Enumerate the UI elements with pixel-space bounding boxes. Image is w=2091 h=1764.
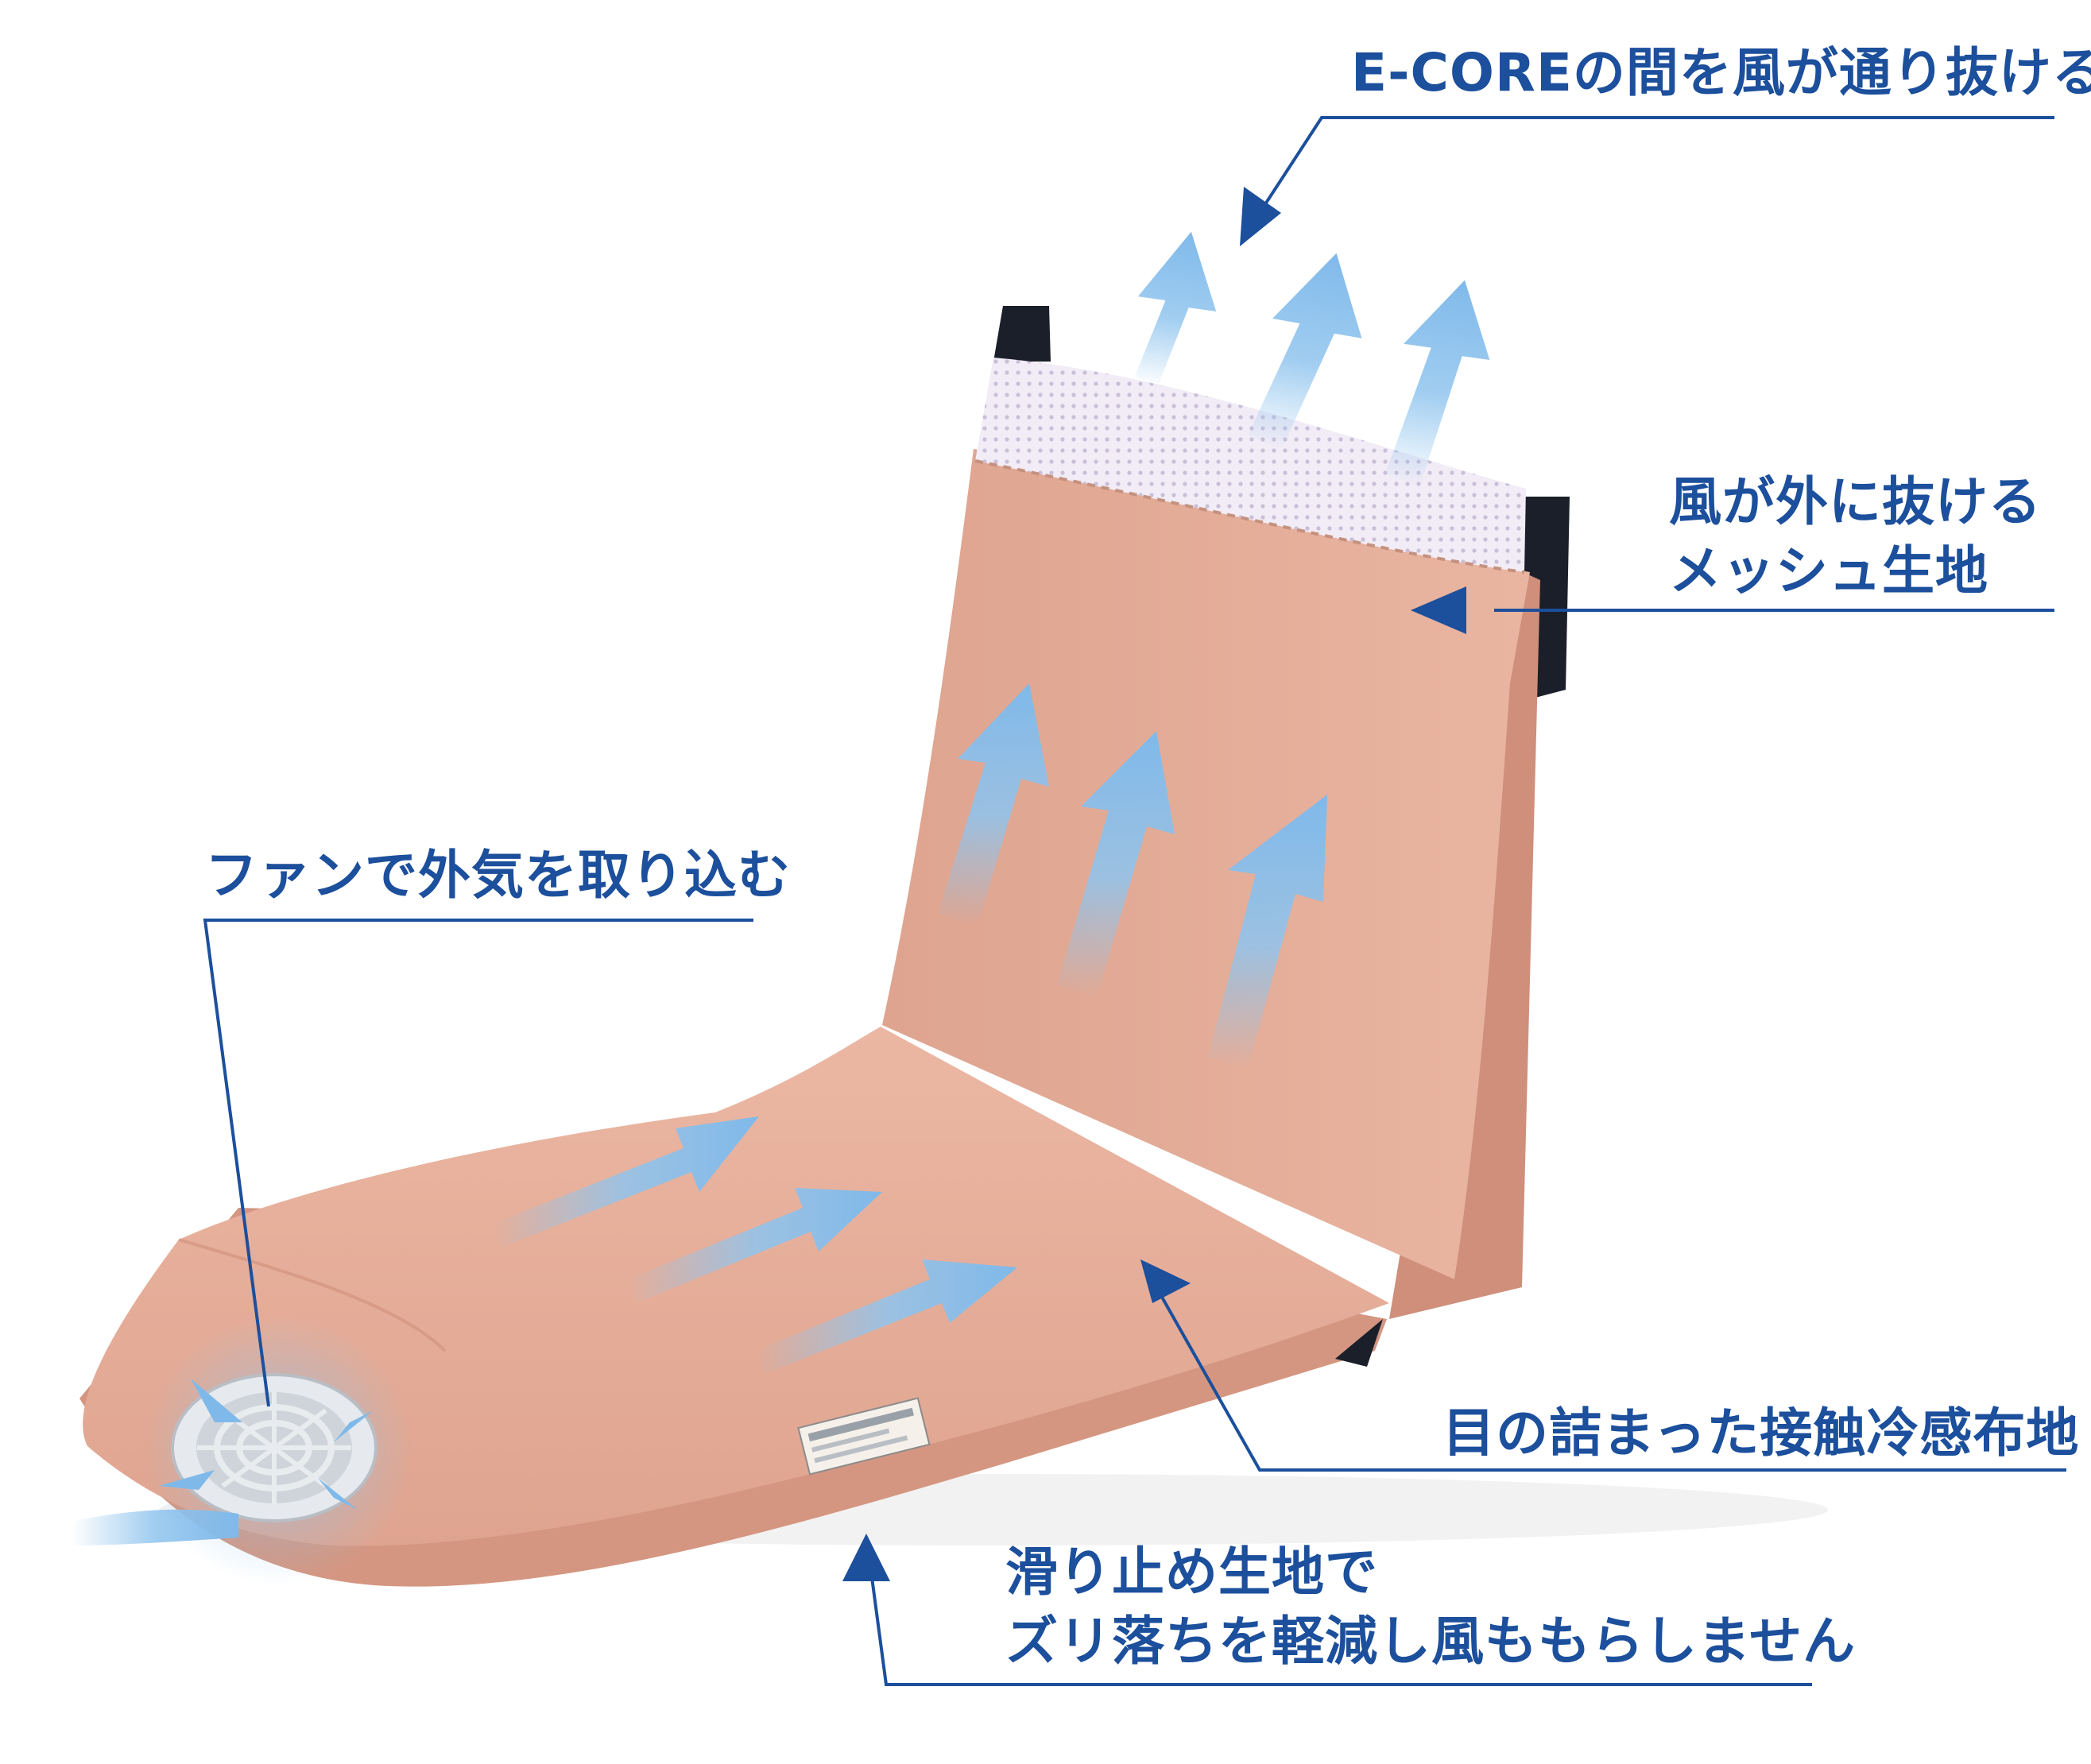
callout-mesh: 風が外に抜ける メッシュ生地 [1669,467,2042,605]
arrow-up-icon [938,683,1049,926]
leader-line-nonslip [869,1565,1812,1686]
arrow-right-icon [755,1259,1017,1375]
callout-top-airflow-text: E-COREの間を風が通り抜ける [1351,42,2091,103]
arrow-up-icon [1248,253,1362,450]
leader-line-fabric [1155,1286,2066,1472]
callout-cooling-fabric: 目の詰まった接触冷感布地 [1442,1398,2079,1468]
arrow-right-icon [628,1188,882,1303]
callout-cooling-fabric-text: 目の詰まった接触冷感布地 [1442,1402,2080,1464]
arrowhead-icon [1240,187,1281,246]
arrow-up-icon [1057,731,1175,997]
callout-top-airflow: E-COREの間を風が通り抜ける [1351,38,2091,107]
intake-arrow-icon [334,1410,374,1442]
seat-cushion [83,1027,1389,1546]
callout-fan-intake: ファンで外気を取り込む [205,841,791,910]
leader-lines [203,116,2066,1686]
intake-arrow-icon [159,1470,215,1490]
seat-fold [178,1238,447,1352]
intake-arrow-icon [318,1478,358,1510]
callout-non-slip-line1: 滑り止め生地で [1005,1542,1378,1603]
mesh-panel [975,358,1526,572]
arrowhead-icon [842,1534,890,1581]
callout-fan-intake-text: ファンで外気を取り込む [205,845,791,906]
arrowhead-icon [1411,586,1466,634]
mesh-seam [974,459,1525,574]
callout-mesh-line1: 風が外に抜ける [1669,471,2042,532]
arrow-right-icon [493,1116,759,1248]
leader-line-top [1262,116,2054,208]
fan-icon [143,1315,413,1585]
arrow-up-icon [1134,231,1217,388]
intake-arrow-icon [191,1379,242,1422]
callout-non-slip: 滑り止め生地で ズリ落ちを軽減し風ももらしません [1005,1538,1856,1676]
arrow-up-icon [1385,280,1490,487]
arrowhead-icon [1140,1259,1191,1303]
leader-arrowheads [842,187,1466,1581]
backrest-panel [882,449,1530,1279]
left-handle-strap [993,306,1051,362]
intake-airflow [72,1509,238,1545]
arrow-up-icon [1208,795,1327,1069]
product-tag [797,1397,931,1476]
leader-line-fan [203,919,753,1407]
non-slip-base [1335,1319,1383,1367]
callout-mesh-line2: メッシュ生地 [1669,540,1988,602]
callout-non-slip-line2: ズリ落ちを軽減し風ももらしません [1005,1611,1857,1673]
